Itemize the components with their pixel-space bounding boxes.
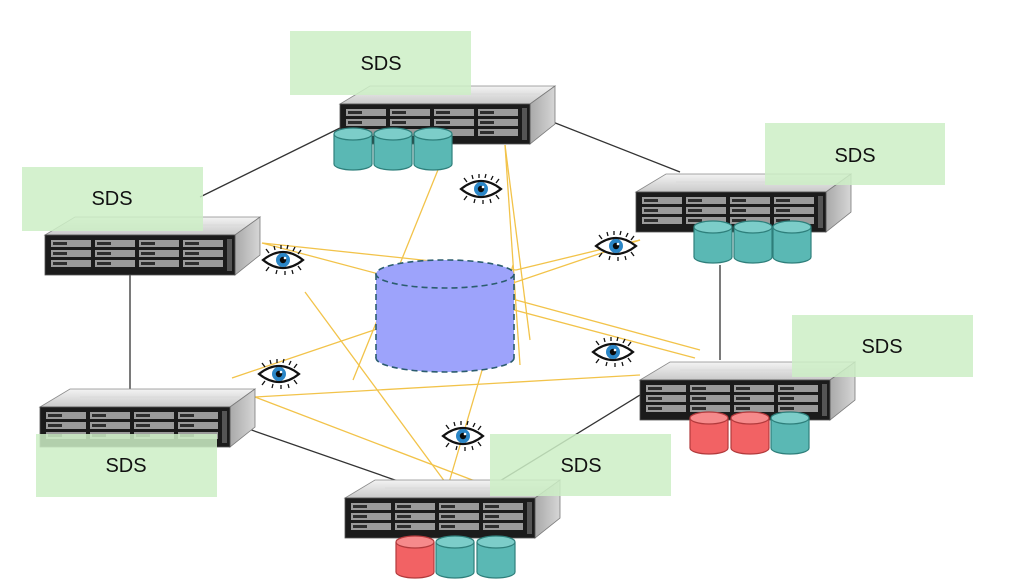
node-left-upper: SDS: [22, 167, 261, 276]
disk-cylinder-icon: [733, 220, 773, 264]
sds-label-box: [36, 434, 217, 497]
mesh-link: [504, 144, 521, 366]
ring-link: [199, 127, 341, 198]
sds-label: SDS: [560, 455, 601, 477]
node-right-lower: SDS: [639, 315, 973, 455]
mesh-link: [254, 396, 489, 487]
sds-label: SDS: [834, 145, 875, 167]
sds-label: SDS: [91, 188, 132, 210]
disk-cylinder-icon: [333, 127, 373, 171]
disk-cylinder-icon: [435, 535, 475, 579]
ring-link: [239, 425, 416, 488]
sds-label: SDS: [861, 336, 902, 358]
sds-label-box: [765, 123, 945, 185]
central-storage-cylinder-icon: [375, 259, 515, 373]
disk-cylinder-icon: [689, 411, 729, 455]
eye-icon: [591, 335, 635, 369]
mesh-link: [304, 291, 449, 487]
disk-cylinder-icon: [476, 535, 516, 579]
disk-cylinder-icon: [373, 127, 413, 171]
disk-cylinder-icon: [730, 411, 770, 455]
node-left-lower: SDS: [36, 388, 256, 497]
disk-cylinder-icon: [770, 411, 810, 455]
node-right-upper: SDS: [635, 123, 945, 264]
sds-label: SDS: [105, 455, 146, 477]
node-top: SDS: [290, 31, 556, 171]
disk-cylinder-icon: [693, 220, 733, 264]
sds-label-box: [792, 315, 973, 377]
eye-icon: [459, 172, 503, 206]
node-bottom: SDS: [344, 434, 671, 579]
sds-label-box: [490, 434, 671, 496]
eye-icon: [261, 243, 305, 277]
sds-label-box: [290, 31, 471, 95]
eye-icon: [257, 357, 301, 391]
mesh-link: [515, 299, 701, 351]
eye-icon: [594, 229, 638, 263]
mesh-link: [254, 374, 641, 398]
eye-icon: [441, 419, 485, 453]
disk-cylinder-icon: [772, 220, 812, 264]
sds-label: SDS: [360, 53, 401, 75]
mesh-link: [504, 144, 531, 341]
disk-cylinder-icon: [395, 535, 435, 579]
sds-label-box: [22, 167, 203, 231]
ring-link: [534, 114, 681, 173]
disk-cylinder-icon: [413, 127, 453, 171]
